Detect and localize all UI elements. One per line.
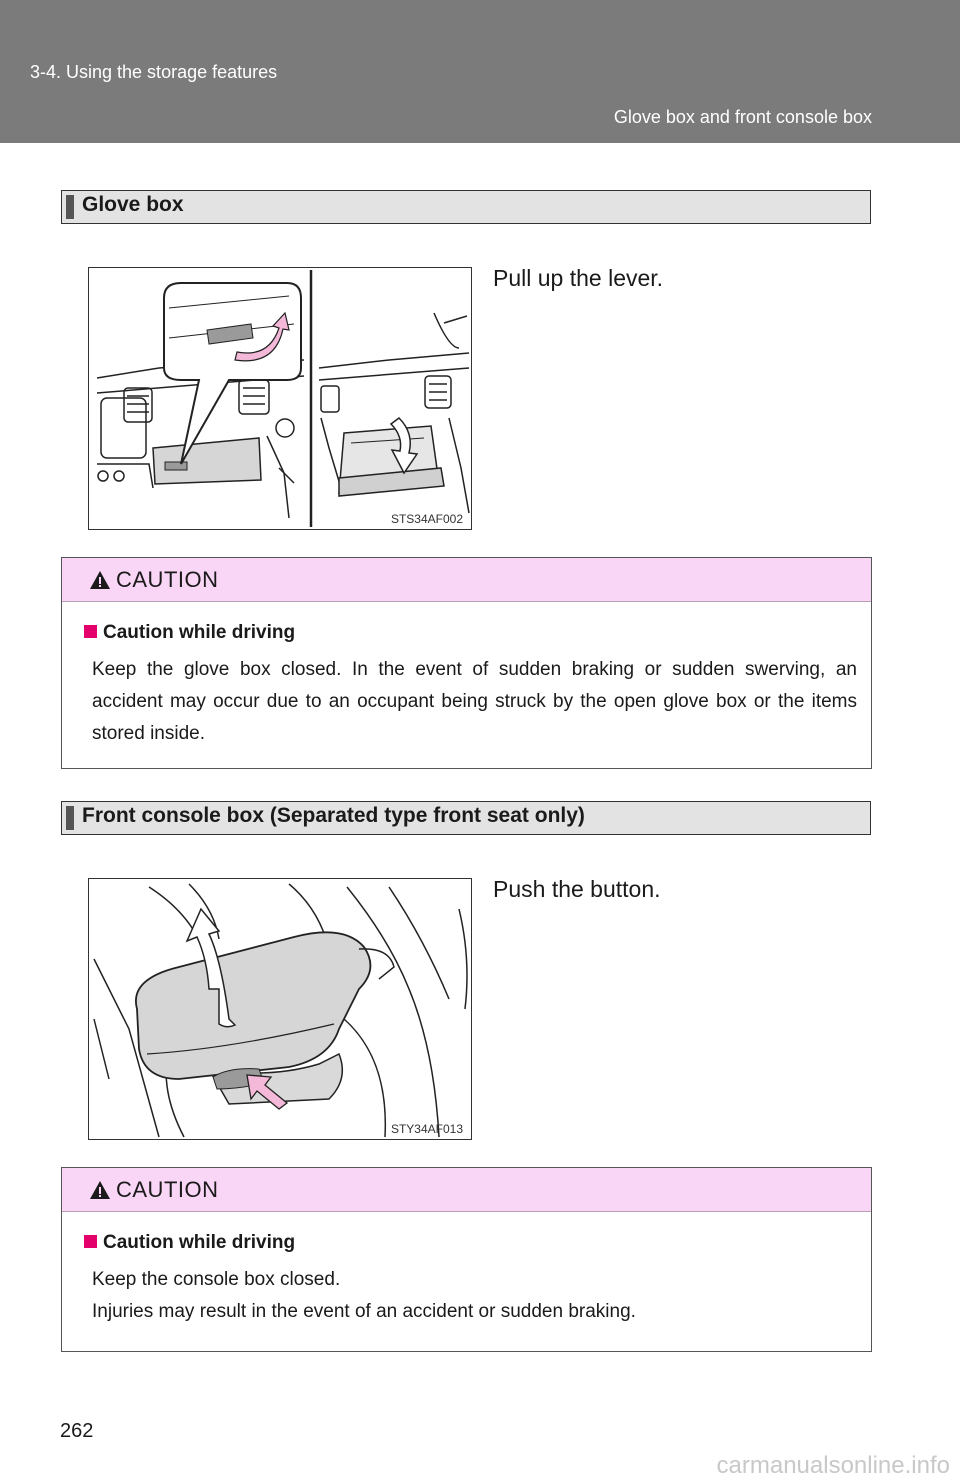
warning-triangle-icon (90, 571, 110, 589)
topic-title: Glove box and front console box (613, 107, 872, 127)
console-box-instruction: Push the button. (493, 876, 661, 902)
caution-line-1: Keep the console box closed. (92, 1269, 341, 1290)
caution-topic-text: Caution while driving (103, 1232, 296, 1253)
console-box-caution: CAUTION Caution while driving Keep the c… (61, 1167, 872, 1352)
caution-header: CAUTION (62, 558, 871, 602)
caution-title: CAUTION (116, 1177, 219, 1202)
page-number: 262 (60, 1420, 94, 1442)
caution-text: Keep the glove box closed. In the event … (92, 659, 857, 744)
glove-box-heading: Glove box (61, 190, 871, 224)
glove-box-figure: STS34AF002 (88, 267, 472, 530)
caution-topic-text: Caution while driving (103, 622, 296, 643)
glove-box-illustration (96, 270, 470, 527)
glove-box-heading-text: Glove box (82, 193, 184, 216)
figure-code: STS34AF002 (390, 512, 463, 526)
bullet-square-icon (84, 625, 97, 638)
caution-topic: Caution while driving (84, 622, 857, 644)
warning-triangle-icon (90, 1181, 110, 1199)
caution-text: Keep the console box closed. Injuries ma… (92, 1264, 857, 1328)
caution-topic: Caution while driving (84, 1232, 857, 1254)
heading-marker (66, 806, 74, 830)
console-box-illustration (93, 883, 468, 1138)
console-box-heading-text: Front console box (Separated type front … (82, 804, 585, 827)
caution-title: CAUTION (116, 567, 219, 592)
caution-header: CAUTION (62, 1168, 871, 1212)
page-header: 3-4. Using the storage features Glove bo… (0, 0, 960, 143)
watermark: carmanualsonline.info (716, 1452, 950, 1479)
figure-code: STY34AF013 (390, 1122, 463, 1136)
section-title: 3-4. Using the storage features (30, 62, 278, 82)
heading-marker (66, 195, 74, 219)
caution-line-2: Injuries may result in the event of an a… (92, 1301, 636, 1322)
console-box-heading: Front console box (Separated type front … (61, 801, 871, 835)
bullet-square-icon (84, 1235, 97, 1248)
glove-box-instruction: Pull up the lever. (493, 265, 664, 291)
glove-box-caution: CAUTION Caution while driving Keep the g… (61, 557, 872, 769)
console-box-figure: STY34AF013 (88, 878, 472, 1140)
